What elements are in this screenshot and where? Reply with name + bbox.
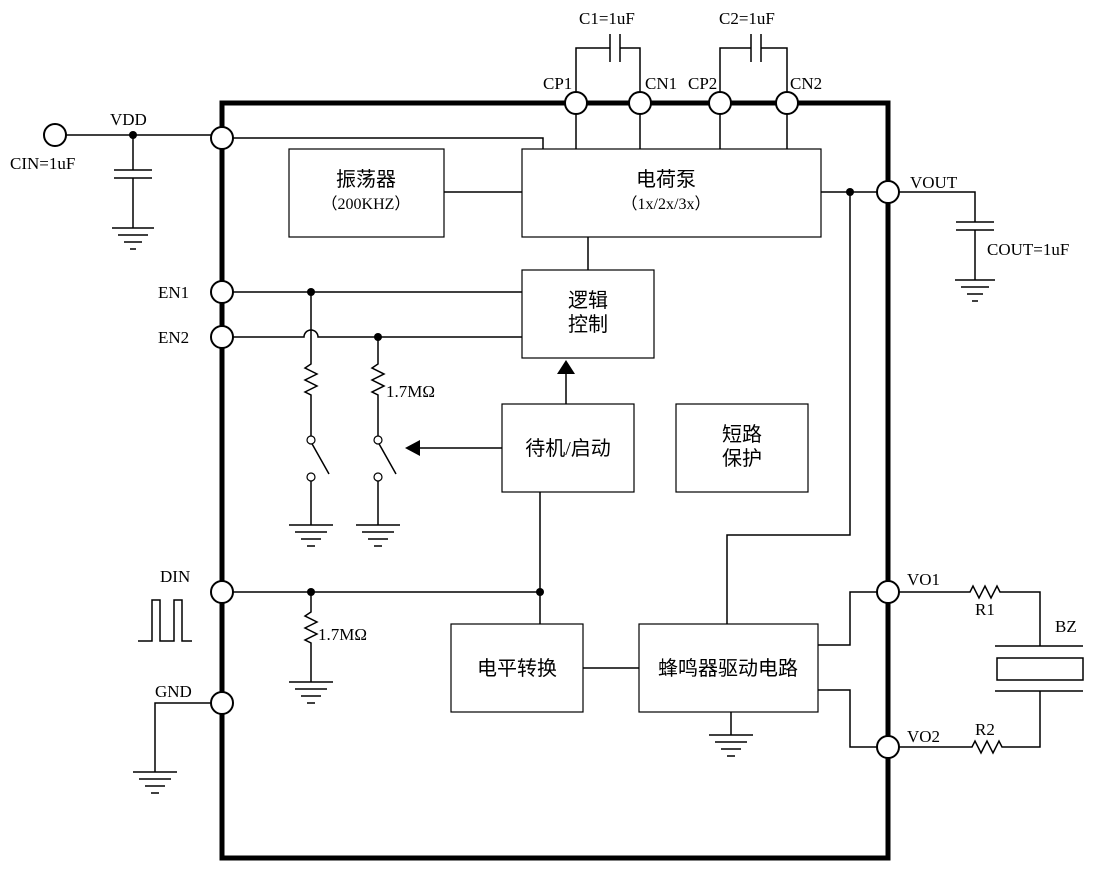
- buzzer-driver-label: 蜂鸣器驱动电路: [658, 657, 798, 680]
- vo1-pin: [876, 580, 900, 604]
- cp2-pin: [708, 91, 732, 115]
- arrow-left-icon: [405, 440, 420, 456]
- ground-icon: [955, 279, 995, 302]
- charge-pump-title: 电荷泵: [636, 168, 696, 191]
- vo2-label: VO2: [907, 727, 940, 746]
- cn1-pin: [628, 91, 652, 115]
- logic-control-line2: 控制: [568, 313, 608, 336]
- ground-icon: [133, 771, 177, 794]
- oscillator-title: 振荡器: [336, 168, 396, 191]
- short-protect-line1: 短路: [722, 423, 762, 446]
- ground-icon: [709, 734, 753, 757]
- short-protect-block: 短路 保护: [675, 403, 809, 493]
- oscillator-block: 振荡器 （200KHZ）: [288, 148, 445, 238]
- cin-terminal: [43, 123, 67, 147]
- logic-control-block: 逻辑 控制: [521, 269, 655, 359]
- wires: [66, 34, 1084, 772]
- en1-label: EN1: [158, 283, 189, 302]
- vo1-label: VO1: [907, 570, 940, 589]
- level-shift-block: 电平转换: [450, 623, 584, 713]
- ground-icon: [112, 227, 154, 250]
- level-shift-label: 电平转换: [477, 657, 557, 680]
- standby-block: 待机/启动: [501, 403, 635, 493]
- vo2-pin: [876, 735, 900, 759]
- ground-symbols: [112, 227, 995, 794]
- vdd-label: VDD: [110, 110, 147, 129]
- cout-label: COUT=1uF: [987, 240, 1069, 259]
- cin-label: CIN=1uF: [10, 154, 75, 173]
- ground-icon: [289, 524, 333, 547]
- r2-label: R2: [975, 720, 995, 739]
- standby-label: 待机/启动: [525, 437, 611, 460]
- din-resistor-label: 1.7MΩ: [318, 625, 367, 644]
- en2-label: EN2: [158, 328, 189, 347]
- logic-control-line1: 逻辑: [568, 289, 608, 312]
- oscillator-frequency: （200KHZ）: [322, 195, 411, 213]
- pin-labels: VDD CIN=1uF EN1 EN2 DIN GND CP1 CN1 CP2 …: [10, 74, 1069, 746]
- c2-label: C2=1uF: [719, 9, 775, 28]
- switch-contacts: [306, 435, 383, 482]
- din-label: DIN: [160, 567, 190, 586]
- cp1-label: CP1: [543, 74, 572, 93]
- gnd-label: GND: [155, 682, 192, 701]
- vout-label: VOUT: [910, 173, 958, 192]
- cp2-label: CP2: [688, 74, 717, 93]
- vout-pin: [876, 180, 900, 204]
- charge-pump-block: 电荷泵 （1x/2x/3x）: [521, 148, 822, 238]
- arrow-up-icon: [557, 360, 575, 374]
- charge-pump-modes: （1x/2x/3x）: [622, 195, 711, 213]
- short-protect-line2: 保护: [722, 447, 762, 470]
- en1-pin: [210, 280, 234, 304]
- cn2-pin: [775, 91, 799, 115]
- gnd-pin: [210, 691, 234, 715]
- cn2-label: CN2: [790, 74, 822, 93]
- vdd-pin: [210, 126, 234, 150]
- en2-resistor-label: 1.7MΩ: [386, 382, 435, 401]
- component-labels: C1=1uF C2=1uF 1.7MΩ 1.7MΩ R1 R2 BZ: [318, 9, 1077, 739]
- din-pin: [210, 580, 234, 604]
- junction-dots: [129, 131, 854, 596]
- buzzer-label: BZ: [1055, 617, 1077, 636]
- chip-outline: [219, 100, 891, 861]
- en2-pin: [210, 325, 234, 349]
- cp1-pin: [564, 91, 588, 115]
- buzzer-driver-block: 蜂鸣器驱动电路: [638, 623, 819, 713]
- pins: [43, 91, 900, 759]
- ground-icon: [289, 681, 333, 704]
- ground-icon: [356, 524, 400, 547]
- cn1-label: CN1: [645, 74, 677, 93]
- c1-label: C1=1uF: [579, 9, 635, 28]
- r1-label: R1: [975, 600, 995, 619]
